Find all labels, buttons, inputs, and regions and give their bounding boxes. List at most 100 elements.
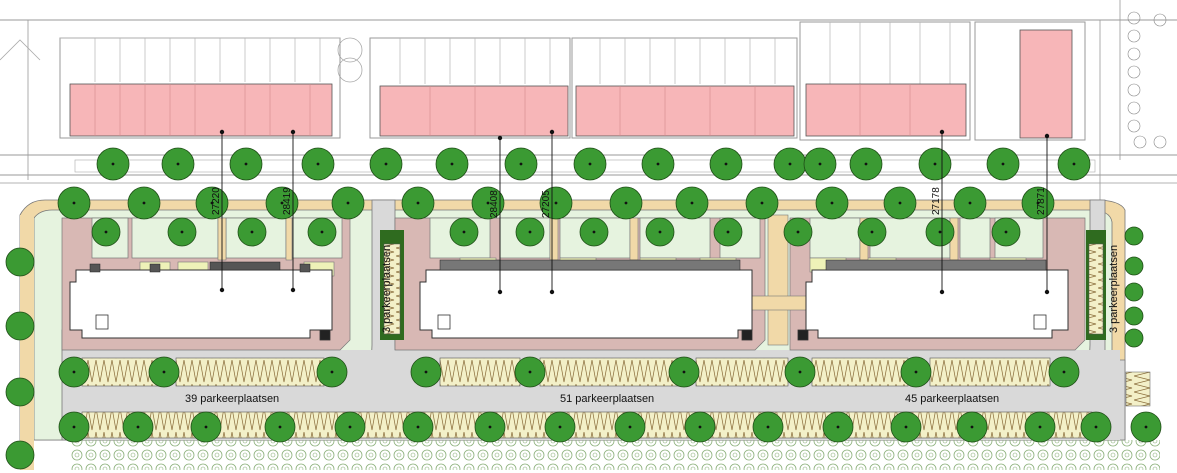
tree-center (796, 230, 800, 234)
tree-center (766, 425, 770, 429)
tree-center (798, 370, 802, 374)
tree-center (554, 201, 558, 205)
tree-center (528, 370, 532, 374)
tree-center (136, 425, 140, 429)
tree-center (1036, 201, 1040, 205)
tree-center (519, 162, 523, 166)
tree-center (914, 370, 918, 374)
tree-center (250, 230, 254, 234)
parking-label: 39 parkeerplaatsen (185, 393, 279, 405)
dimension-label: 27205 (541, 190, 552, 218)
gardens (91, 217, 1044, 259)
tree-center (488, 425, 492, 429)
tree-center (904, 425, 908, 429)
tree-center (1004, 230, 1008, 234)
tree-center (1062, 370, 1066, 374)
tree-center (628, 425, 632, 429)
tree-center (1094, 425, 1098, 429)
tree (5, 247, 35, 277)
tree-center (204, 425, 208, 429)
dimension-labels: 27220 28419 28408 27205 27178 27871 (211, 187, 1047, 218)
tree-center (528, 230, 532, 234)
tree-center (836, 425, 840, 429)
tree (1124, 328, 1144, 348)
dimension-label: 27220 (211, 187, 222, 215)
tree-center (970, 425, 974, 429)
tree-center (244, 162, 248, 166)
existing-buildings (69, 29, 1073, 139)
tree-center (416, 425, 420, 429)
tree-center (346, 201, 350, 205)
tree (1124, 282, 1144, 302)
building-balconies (95, 314, 1047, 341)
tree-center (384, 162, 388, 166)
tree-center (142, 201, 146, 205)
tree-center (818, 162, 822, 166)
entrance-blocks (89, 259, 1047, 273)
tree-center (72, 425, 76, 429)
tree-center (278, 425, 282, 429)
tree-center (348, 425, 352, 429)
tree-center (176, 162, 180, 166)
tree-center (424, 370, 428, 374)
tree (1124, 256, 1144, 276)
parking-label: 51 parkeerplaatsen (560, 393, 654, 405)
tree-center (698, 425, 702, 429)
tree-center (830, 201, 834, 205)
tree-center (72, 370, 76, 374)
tree-center (760, 201, 764, 205)
tree-center (870, 230, 874, 234)
tree-center (486, 201, 490, 205)
tree-center (320, 230, 324, 234)
tree-center (656, 162, 660, 166)
dimension-label: 28419 (282, 187, 293, 215)
side-parking-label: 3 parkeerplaatsen (381, 245, 393, 333)
tree (1124, 226, 1144, 246)
tree-center (1001, 162, 1005, 166)
tree-center (111, 162, 115, 166)
tree-center (592, 230, 596, 234)
tree-center (162, 370, 166, 374)
tree-center (1038, 425, 1042, 429)
tree-center (558, 425, 562, 429)
dimension-label: 28408 (489, 190, 500, 218)
tree-center (1144, 425, 1148, 429)
tree (5, 311, 35, 341)
tree (5, 377, 35, 407)
side-parking-label: 3 parkeerplaatsen (1108, 245, 1120, 333)
parking-labels: 39 parkeerplaatsen 51 parkeerplaatsen 45… (185, 245, 1120, 405)
tree-center (416, 201, 420, 205)
tree-center (330, 370, 334, 374)
dimension-dots (219, 129, 1050, 295)
tree (5, 440, 35, 470)
side-parking-strips (380, 230, 1151, 407)
dimension-label: 27871 (1036, 187, 1047, 215)
parking-label: 45 parkeerplaatsen (905, 393, 999, 405)
tree-center (658, 230, 662, 234)
tree-center (864, 162, 868, 166)
tree-center (316, 162, 320, 166)
tree-center (280, 201, 284, 205)
sand-strip (20, 215, 34, 470)
tree (1124, 306, 1144, 326)
tree-center (588, 162, 592, 166)
tree-center (968, 201, 972, 205)
tree-center (682, 370, 686, 374)
dimension-label: 27178 (931, 187, 942, 215)
tree-center (933, 162, 937, 166)
tree-center (898, 201, 902, 205)
tree-center (104, 230, 108, 234)
tree-center (1072, 162, 1076, 166)
tree-center (462, 230, 466, 234)
tree-center (72, 201, 76, 205)
hedge-strip (70, 440, 1160, 470)
new-buildings (69, 269, 1069, 339)
tree-center (690, 201, 694, 205)
dimension-lines (221, 132, 1048, 292)
tree-center (724, 162, 728, 166)
tree-center (726, 230, 730, 234)
tree-center (180, 230, 184, 234)
tree-center (938, 230, 942, 234)
tree-center (624, 201, 628, 205)
